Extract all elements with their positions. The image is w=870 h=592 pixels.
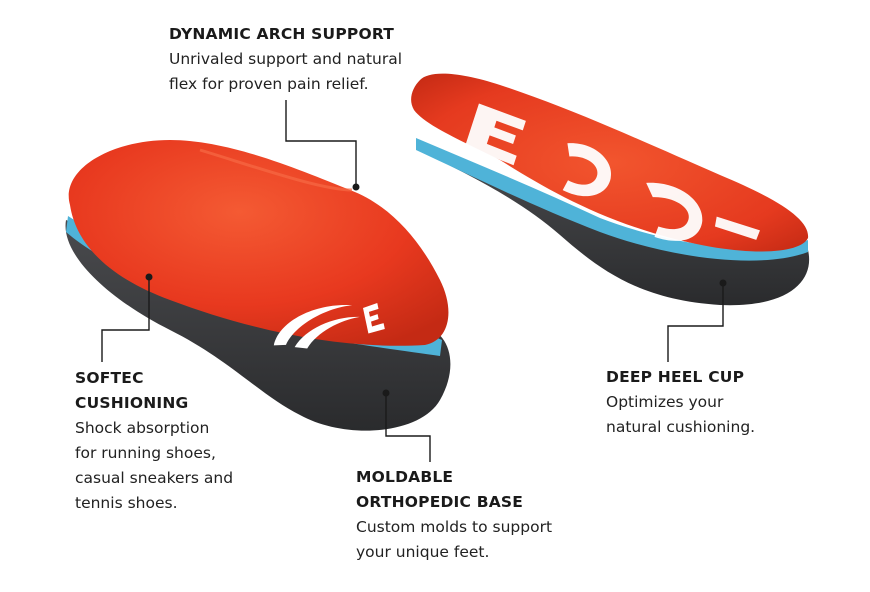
callout-desc-line: natural cushioning.: [606, 418, 756, 436]
callout-title-line: CUSHIONING: [75, 394, 189, 412]
leader-dots: [145, 183, 727, 397]
callout-desc-line: for running shoes,: [75, 444, 216, 462]
callout-softec-cushioning: SOFTEC CUSHIONING Shock absorption for r…: [75, 366, 255, 516]
callout-arch-support: DYNAMIC ARCH SUPPORT Unrivaled support a…: [169, 22, 429, 97]
callout-desc-line: Custom molds to support: [356, 518, 553, 536]
arch-leader-dot: [352, 183, 360, 191]
callout-desc-line: Unrivaled support and natural: [169, 50, 403, 68]
callout-title: DYNAMIC ARCH SUPPORT: [169, 25, 395, 43]
arch-leader-line: [285, 100, 357, 187]
callout-orthopedic-base: MOLDABLE ORTHOPEDIC BASE Custom molds to…: [356, 465, 576, 565]
callout-desc-line: Shock absorption: [75, 419, 210, 437]
callout-deep-heel-cup: DEEP HEEL CUP Optimizes your natural cus…: [606, 365, 806, 440]
callout-title-line: SOFTEC: [75, 369, 144, 387]
callout-title-line: MOLDABLE: [356, 468, 454, 486]
base-leader-line: [385, 393, 431, 462]
callout-desc-line: tennis shoes.: [75, 494, 178, 512]
base-leader-dot: [382, 389, 390, 397]
sole-brand-logo-icon: [465, 103, 760, 241]
callout-title: DEEP HEEL CUP: [606, 368, 745, 386]
callout-desc-line: Optimizes your: [606, 393, 724, 411]
left-insole-top: [68, 140, 449, 346]
right-insole: [411, 73, 810, 306]
leader-lines: [101, 100, 724, 462]
right-insole-base: [418, 150, 810, 306]
sole-brand-logo-icon: [273, 302, 385, 349]
left-insole: [65, 140, 451, 431]
callout-desc-line: casual sneakers and: [75, 469, 234, 487]
callout-title-line: ORTHOPEDIC BASE: [356, 493, 524, 511]
callout-desc-line: your unique feet.: [356, 543, 490, 561]
callout-desc-line: flex for proven pain relief.: [169, 75, 369, 93]
softec-leader-dot: [145, 273, 153, 281]
softec-leader-line: [101, 277, 150, 362]
heel-leader-line: [667, 283, 724, 362]
heel-leader-dot: [719, 279, 727, 287]
